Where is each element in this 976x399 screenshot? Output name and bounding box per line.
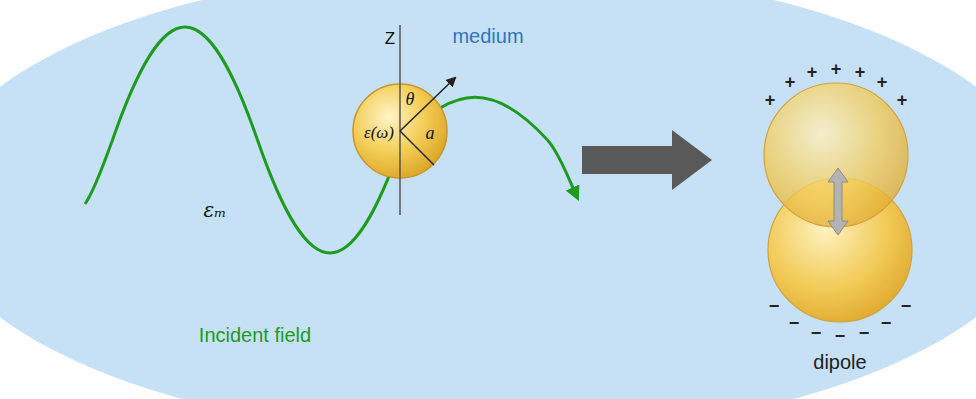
wave-label: Incident field xyxy=(199,324,311,347)
charge-sign: − xyxy=(811,323,822,344)
medium-permittivity: εₘ xyxy=(204,198,227,222)
charge-sign: − xyxy=(835,326,846,347)
angle-symbol: θ xyxy=(406,89,415,110)
charge-sign: + xyxy=(807,62,818,83)
charge-sign: + xyxy=(897,90,908,111)
region-label: medium xyxy=(452,25,523,48)
axis-label: Z xyxy=(385,29,395,49)
charge-sign: + xyxy=(765,90,776,111)
charge-sign: + xyxy=(831,59,842,80)
charge-sign: − xyxy=(769,296,780,317)
charge-sign: + xyxy=(855,62,866,83)
charge-sign: − xyxy=(859,323,870,344)
charge-sign: + xyxy=(785,72,796,93)
charge-sign: − xyxy=(881,313,892,334)
permittivity-label: ε(ω) xyxy=(364,123,394,143)
process-arrow xyxy=(582,130,712,190)
incident-wave xyxy=(85,27,577,253)
charge-sign: + xyxy=(877,72,888,93)
dipole-label: dipole xyxy=(813,351,866,374)
charge-sign: − xyxy=(789,313,800,334)
charge-sign: − xyxy=(901,296,912,317)
radius-symbol: a xyxy=(426,123,435,144)
